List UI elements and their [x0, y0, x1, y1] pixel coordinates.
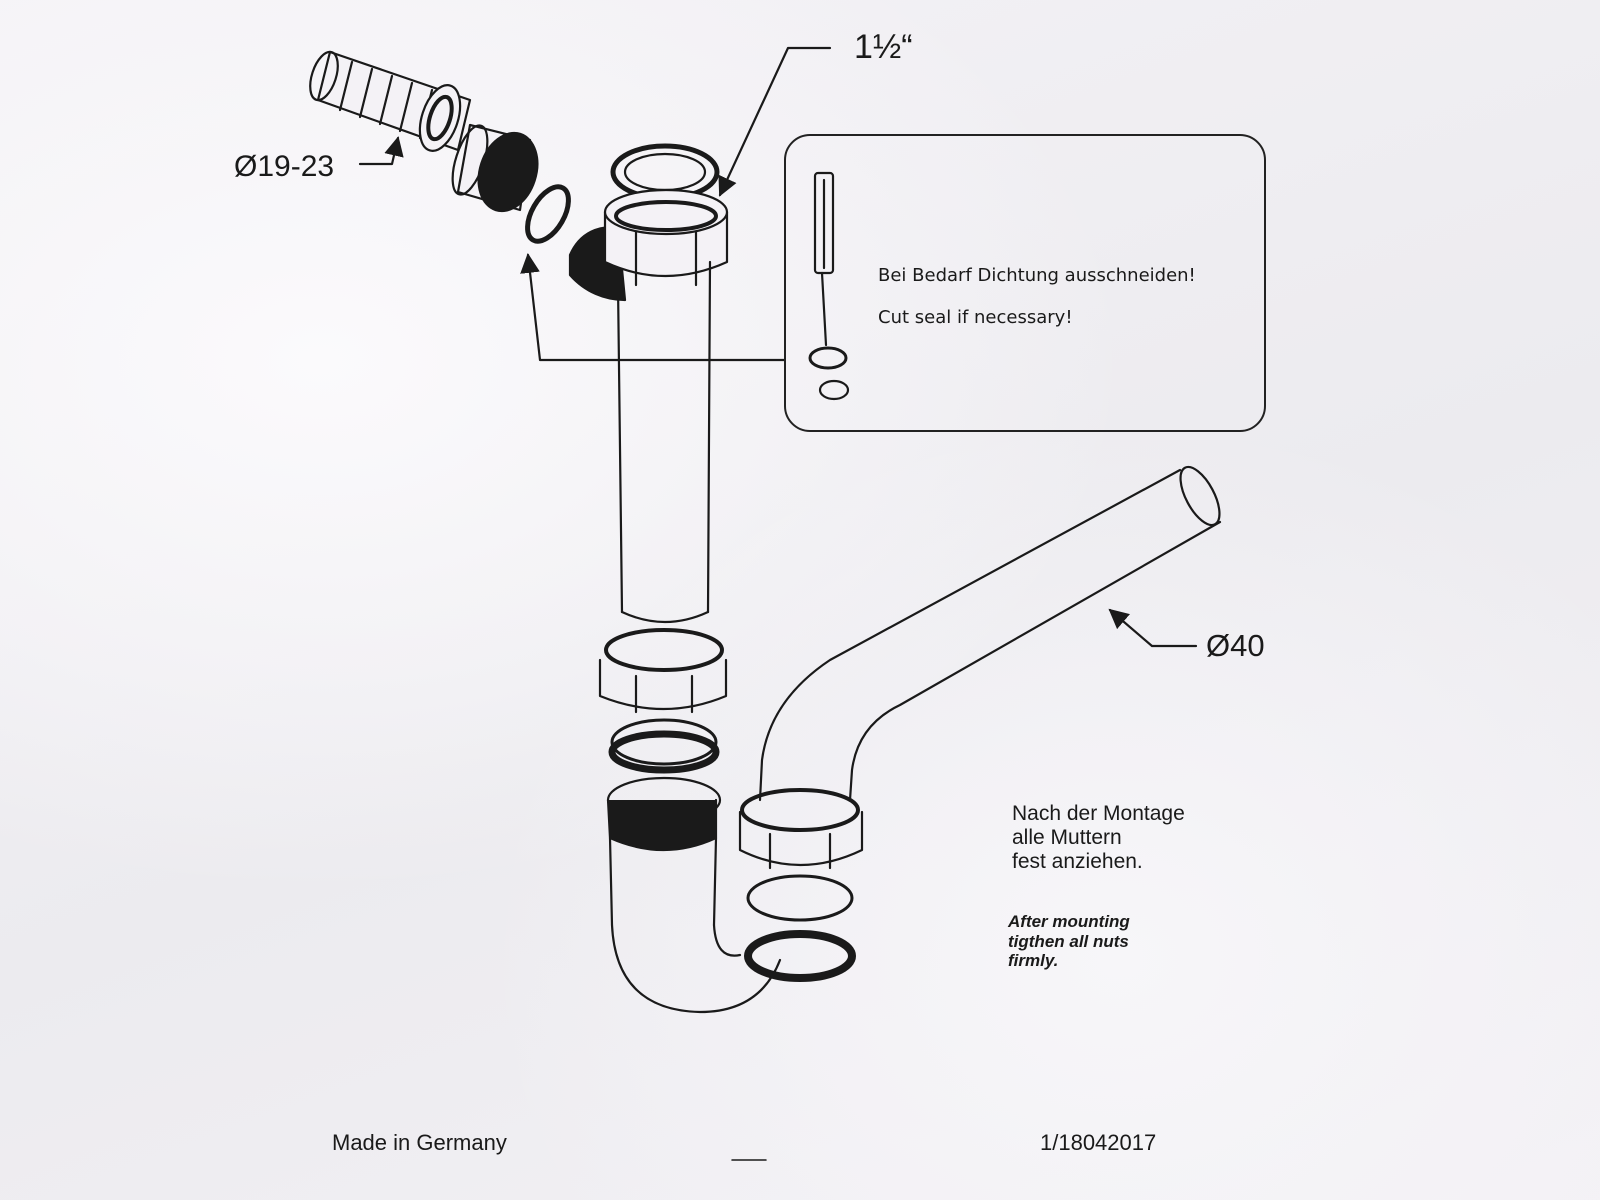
note-line-german: Bei Bedarf Dichtung ausschneiden! — [878, 265, 1196, 286]
instruction-english: After mounting tigthen all nuts firmly. — [1008, 912, 1130, 971]
hose-diameter-label: Ø19-23 — [234, 150, 335, 183]
outlet-pipe — [758, 465, 1222, 802]
u-trap-bend — [610, 923, 782, 1014]
instruction-english-line: tigthen all nuts — [1008, 931, 1129, 951]
thread-size-label: 1½“ — [854, 28, 913, 66]
vertical-tailpiece — [616, 260, 712, 624]
instruction-german-line: fest anziehen. — [1012, 850, 1143, 874]
hose-seal-ring — [525, 184, 571, 244]
instruction-german-line: Nach der Montage — [1012, 802, 1185, 825]
leader-seal-note — [520, 253, 786, 362]
leader-thread-size — [718, 46, 832, 197]
outlet-union-nut — [738, 788, 864, 982]
leader-hose-diameter — [358, 136, 404, 166]
document-code: 1/18042017 — [1040, 1130, 1157, 1155]
pipe-diameter-label: Ø40 — [1206, 628, 1265, 663]
instruction-german-line: alle Muttern — [1012, 826, 1122, 850]
instruction-english-line: After mounting — [1008, 912, 1130, 931]
lower-union-nut — [598, 628, 728, 927]
note-line-english: Cut seal if necessary! — [878, 307, 1073, 328]
hose-union-nut — [451, 123, 539, 213]
cutting-tool-icon — [808, 171, 850, 401]
instruction-german: Nach der Montage alle Muttern fest anzie… — [1012, 802, 1185, 874]
hose-connector — [309, 50, 472, 152]
leader-pipe-diameter — [1108, 608, 1198, 648]
made-in-label: Made in Germany — [332, 1130, 507, 1155]
top-union-nut — [603, 143, 729, 287]
note-box — [784, 134, 1266, 432]
instruction-english-line: firmly. — [1008, 951, 1059, 971]
